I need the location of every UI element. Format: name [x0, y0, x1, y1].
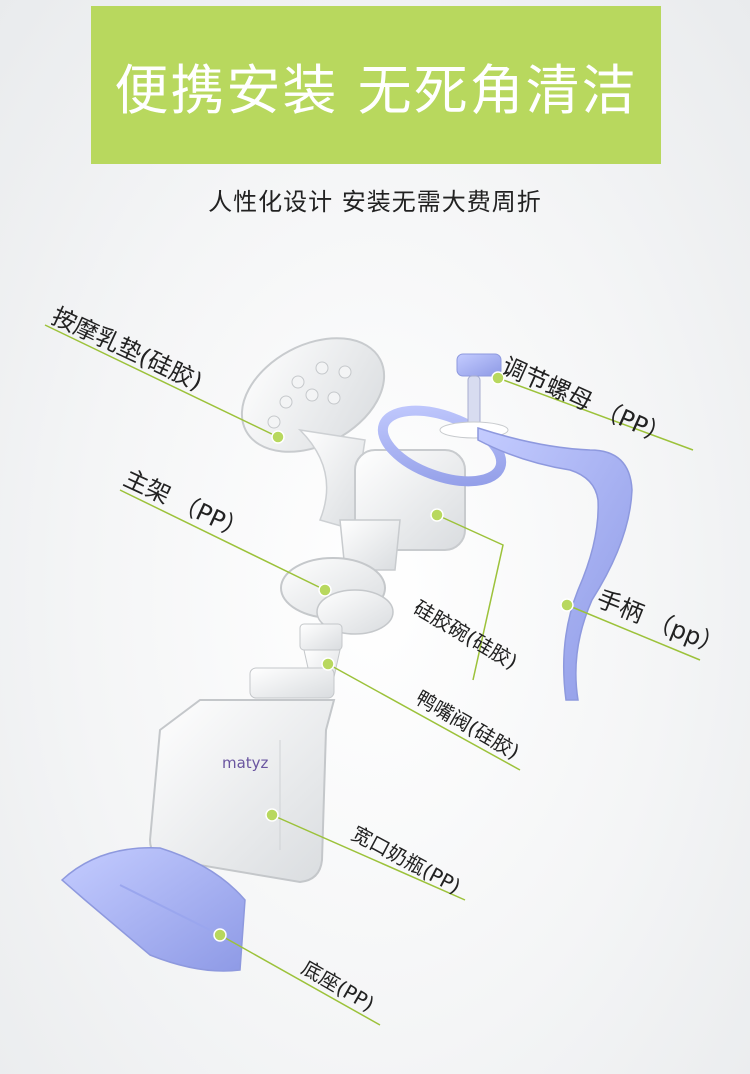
subtitle: 人性化设计 安装无需大费周折 — [208, 188, 542, 216]
brand-logo: matyz — [222, 754, 269, 772]
leader-lines — [44, 324, 701, 1026]
leader-dots — [213, 371, 574, 942]
adjust-nut-part — [439, 353, 509, 439]
blue-ring-part — [377, 405, 507, 487]
massage-pad-part — [240, 337, 386, 531]
handle-part — [477, 426, 633, 701]
label-adjust-nut: 调节螺母 （PP） — [498, 352, 674, 451]
label-handle: 手柄 （pp） — [593, 585, 728, 661]
main-frame-part — [280, 449, 466, 635]
title-banner: 便携安装 无死角清洁 — [91, 6, 661, 164]
label-silicone-bowl: 硅胶碗(硅胶) — [410, 596, 522, 675]
label-main-frame: 主架 （PP） — [119, 464, 251, 545]
label-massage-pad: 按摩乳垫(硅胶) — [47, 302, 206, 396]
label-duckbill-valve: 鸭嘴阀(硅胶) — [412, 686, 524, 765]
banner-title: 便携安装 无死角清洁 — [114, 58, 638, 122]
label-wide-bottle: 宽口奶瓶(PP) — [348, 821, 465, 898]
base-part — [60, 847, 246, 972]
wide-bottle-part: matyz — [148, 667, 336, 884]
